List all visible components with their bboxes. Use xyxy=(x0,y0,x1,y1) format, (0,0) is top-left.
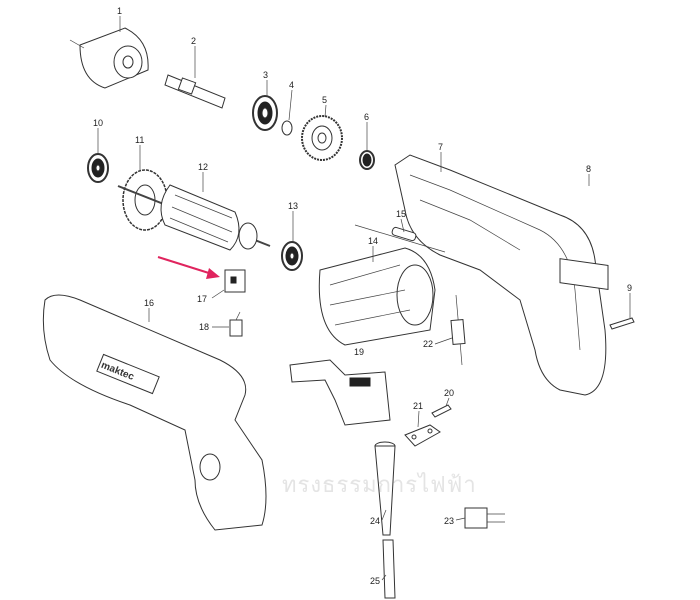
label-22: 22 xyxy=(423,339,433,349)
label-3: 3 xyxy=(263,70,268,80)
part-labels: 1 2 3 4 5 6 7 8 9 10 11 12 13 14 15 16 1… xyxy=(93,6,632,586)
label-24: 24 xyxy=(370,516,380,526)
part-field-stator xyxy=(318,247,436,346)
part-armature xyxy=(117,184,271,251)
part-23 xyxy=(464,507,505,529)
label-5: 5 xyxy=(322,95,327,105)
label-20: 20 xyxy=(444,388,454,398)
label-1: 1 xyxy=(117,6,122,16)
label-10: 10 xyxy=(93,118,103,128)
part-bearing-3 xyxy=(252,95,278,131)
label-18: 18 xyxy=(199,322,209,332)
part-gear xyxy=(301,115,343,161)
label-19: 19 xyxy=(354,347,364,357)
part-cord xyxy=(382,539,396,599)
label-8: 8 xyxy=(586,164,591,174)
part-bearing-13 xyxy=(281,241,303,271)
part-bearing-10 xyxy=(87,153,109,183)
part-cord-clamp xyxy=(404,424,441,447)
part-carbon-brush xyxy=(229,311,243,337)
part-housing-16: maktec xyxy=(42,294,267,531)
part-screw-9 xyxy=(609,317,635,330)
part-nameplate xyxy=(559,258,609,291)
label-9: 9 xyxy=(627,283,632,293)
part-chuck xyxy=(69,27,149,89)
label-7: 7 xyxy=(438,142,443,152)
label-13: 13 xyxy=(288,201,298,211)
watermark: ทรงธรรมการไฟฟ้า xyxy=(282,472,477,497)
part-retaining-ring xyxy=(281,120,293,136)
label-25: 25 xyxy=(370,576,380,586)
highlight-arrow xyxy=(157,256,220,279)
label-11: 11 xyxy=(135,135,144,145)
part-screw-20 xyxy=(431,404,452,418)
part-bearing-6 xyxy=(359,150,375,170)
label-15: 15 xyxy=(396,209,406,219)
part-fan xyxy=(122,169,168,231)
label-4: 4 xyxy=(289,80,294,90)
label-14: 14 xyxy=(368,236,378,246)
label-16: 16 xyxy=(144,298,154,308)
part-switch xyxy=(289,359,391,426)
part-cord-guard xyxy=(374,441,396,536)
label-21: 21 xyxy=(413,401,423,411)
part-capacitor xyxy=(450,294,466,366)
part-spindle xyxy=(164,74,226,109)
part-housing-half xyxy=(394,154,607,396)
label-12: 12 xyxy=(198,162,208,172)
part-brush-holder xyxy=(224,269,246,293)
label-23: 23 xyxy=(444,516,454,526)
label-6: 6 xyxy=(364,112,369,122)
label-17: 17 xyxy=(197,294,207,304)
part-15 xyxy=(354,224,446,253)
label-2: 2 xyxy=(191,36,196,46)
